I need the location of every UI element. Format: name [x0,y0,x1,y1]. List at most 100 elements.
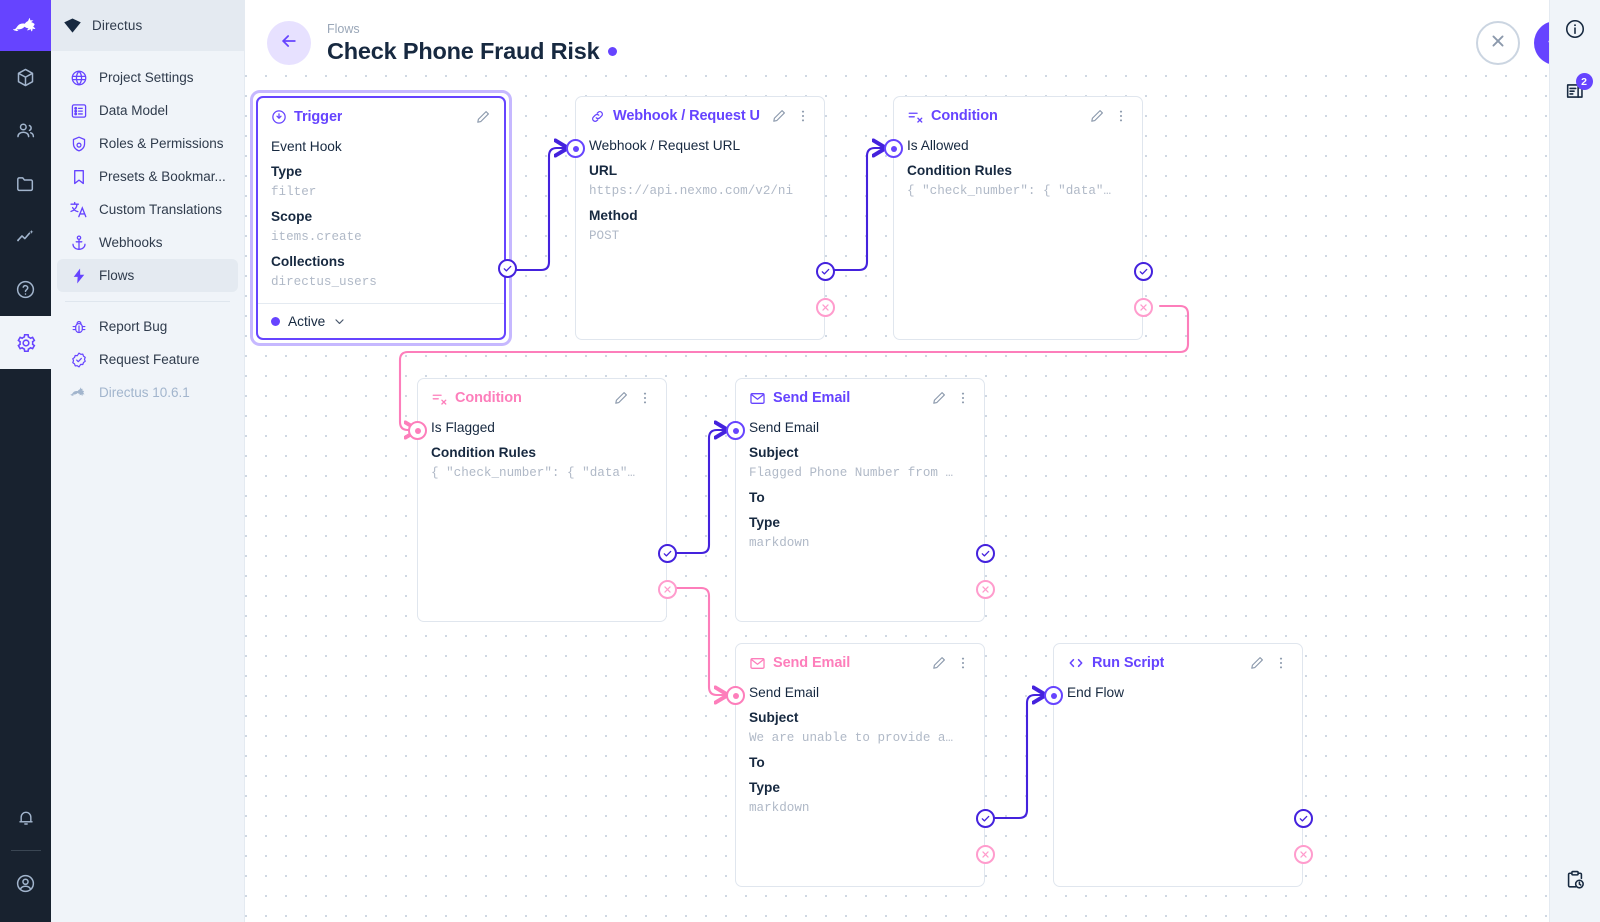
node-header-actions [929,653,973,673]
more-options-icon[interactable] [793,106,813,126]
flow-info-button[interactable] [1550,5,1600,57]
sidebar-item-report-bug[interactable]: Report Bug [57,310,238,343]
edit-pencil-icon[interactable] [1087,106,1107,126]
send-email-flagged-resolve-port[interactable] [976,544,995,563]
project-name: Directus [92,18,143,33]
admin-shield-icon [69,134,88,153]
send-email-unable-input-port[interactable] [726,686,745,705]
directus-diamond-icon [63,18,82,33]
field-label: Subject [749,445,799,460]
more-options-icon[interactable] [1111,106,1131,126]
field-label: Scope [271,209,313,224]
edit-pencil-icon[interactable] [929,653,949,673]
more-options-icon[interactable] [635,388,655,408]
sidebar-item-presets-bookmarks[interactable]: Presets & Bookmar... [57,160,238,193]
node-title: Condition [455,390,522,406]
send-email-unable-resolve-port[interactable] [976,809,995,828]
flow-node-trigger[interactable]: Trigger Event Hook Type filter Scope ite… [256,96,517,340]
sidebar-item-custom-translations[interactable]: Custom Translations [57,193,238,226]
sidebar-item-webhooks[interactable]: Webhooks [57,226,238,259]
condition-is-flagged-input-port[interactable] [408,421,427,440]
page-header: Flows Check Phone Fraud Risk [245,0,1600,86]
list-alt-icon [69,101,88,120]
flow-node-webhook[interactable]: Webhook / Request U Webhook / Request UR… [566,96,835,340]
send-email-flagged-reject-port[interactable] [976,580,995,599]
condition-is-flagged-reject-port[interactable] [658,580,677,599]
node-header: Run Script [1054,644,1302,682]
flow-node-run-script[interactable]: Run Script End Flow [1044,643,1313,887]
sidebar-item-label: Custom Translations [99,202,223,217]
more-options-icon[interactable] [953,653,973,673]
condition-is-allowed-reject-port[interactable] [1134,298,1153,317]
bug-report-icon [69,317,88,336]
user-account-icon[interactable] [0,857,51,910]
sidebar-item-request-feature[interactable]: Request Feature [57,343,238,376]
module-documentation-icon[interactable] [0,263,51,316]
translate-icon [69,200,88,219]
cancel-button[interactable] [1476,21,1520,65]
field-label: Condition Rules [907,163,1012,178]
edit-pencil-icon[interactable] [611,388,631,408]
edit-pencil-icon[interactable] [769,106,789,126]
module-content-icon[interactable] [0,51,51,104]
module-user-directory-icon[interactable] [0,104,51,157]
edit-pencil-icon[interactable] [1247,653,1267,673]
back-button[interactable] [267,21,311,65]
more-options-icon[interactable] [953,388,973,408]
field-label: Condition Rules [431,445,536,460]
node-header-actions [1247,653,1291,673]
project-switcher[interactable]: Directus [51,0,244,51]
right-sidebar: 2 [1549,0,1600,922]
node-body: Is Flagged Condition Rules { "check_numb… [418,417,666,493]
mail-envelope-icon [749,655,766,672]
send-email-unable-reject-port[interactable] [976,845,995,864]
webhook-resolve-port[interactable] [816,262,835,281]
run-script-reject-port[interactable] [1294,845,1313,864]
field-value: We are unable to provide a… [749,731,954,745]
edit-pencil-icon[interactable] [929,388,949,408]
edit-pencil-icon[interactable] [473,107,493,127]
field-label: Type [749,515,780,530]
sidebar-item-project-settings[interactable]: Project Settings [57,61,238,94]
field-label: Type [749,780,780,795]
condition-filter-icon [431,390,448,407]
run-script-input-port[interactable] [1044,686,1063,705]
flow-node-condition-is-flagged[interactable]: Condition Is Flagged Condition Rules { "… [408,378,677,622]
notifications-icon[interactable] [0,791,51,844]
field-label: Type [271,164,302,179]
sidebar-item-roles-permissions[interactable]: Roles & Permissions [57,127,238,160]
trigger-resolve-port[interactable] [498,259,517,278]
condition-is-flagged-resolve-port[interactable] [658,544,677,563]
flow-node-send-email-unable[interactable]: Send Email Send Email Subject We are una… [726,643,995,887]
flow-node-send-email-flagged[interactable]: Send Email Send Email Subject Flagged Ph… [726,378,995,622]
condition-is-allowed-resolve-port[interactable] [1134,262,1153,281]
breadcrumb[interactable]: Flows [327,21,360,36]
webhook-reject-port[interactable] [816,298,835,317]
sidebar-version: Directus 10.6.1 [57,376,238,409]
directus-rabbit-logo[interactable] [0,0,51,51]
node-header: Send Email [736,379,984,417]
flow-node-condition-is-allowed[interactable]: Condition Is Allowed Condition Rules { "… [884,96,1153,340]
sidebar-item-flows[interactable]: Flows [57,259,238,292]
module-bar [0,0,51,922]
send-email-flagged-input-port[interactable] [726,421,745,440]
sidebar-item-label: Presets & Bookmar... [99,169,226,184]
sidebar-item-data-model[interactable]: Data Model [57,94,238,127]
activity-log-button[interactable] [1550,856,1600,908]
module-insights-icon[interactable] [0,210,51,263]
node-body: Send Email Subject Flagged Phone Number … [736,417,984,563]
node-operation-name: Send Email [749,420,819,435]
module-file-library-icon[interactable] [0,157,51,210]
webhook-input-port[interactable] [566,139,585,158]
field-value: markdown [749,801,810,815]
node-header: Condition [894,97,1142,135]
run-script-resolve-port[interactable] [1294,809,1313,828]
condition-is-allowed-input-port[interactable] [884,139,903,158]
more-options-icon[interactable] [1271,653,1291,673]
flow-logs-button[interactable]: 2 [1550,67,1600,119]
field-label: To [749,755,765,770]
field-label: URL [589,163,618,178]
module-settings-icon[interactable] [0,316,51,369]
trigger-status-dropdown[interactable]: Active [258,303,504,338]
sidebar-item-label: Roles & Permissions [99,136,224,151]
